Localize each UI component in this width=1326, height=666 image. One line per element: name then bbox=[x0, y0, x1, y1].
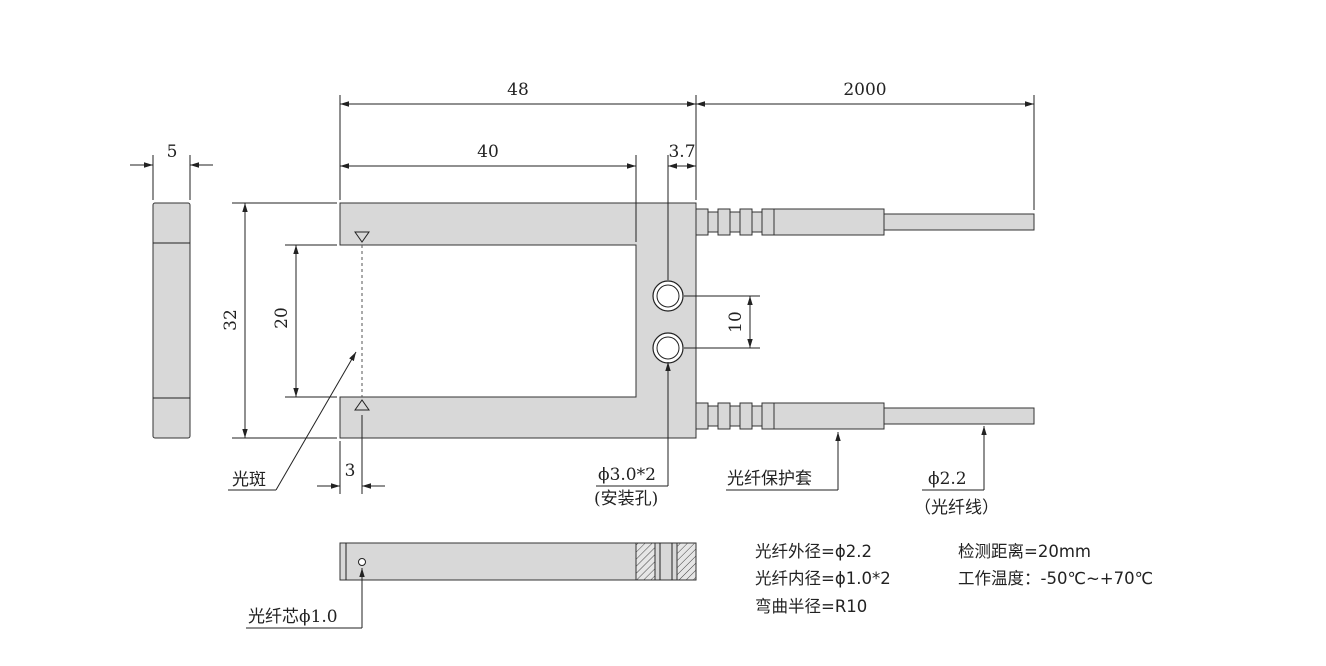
dim-side-width: 5 bbox=[167, 142, 178, 162]
callout-spot: 光斑 bbox=[232, 470, 266, 490]
dim-overall-length: 48 bbox=[507, 80, 529, 100]
dim-edge-offset: 3.7 bbox=[668, 142, 695, 162]
dim-hole-spacing: 10 bbox=[726, 311, 746, 333]
dim-overall-height: 32 bbox=[221, 309, 241, 331]
spec-operating-temp: 工作温度：-50℃~+70℃ bbox=[958, 569, 1153, 588]
callout-hole-note: (安装孔) bbox=[594, 489, 658, 509]
callout-fiber-size: ϕ2.2 bbox=[928, 469, 967, 489]
dim-spot-offset: 3 bbox=[345, 461, 356, 481]
spec-outer-diameter: 光纤外径=ϕ2.2 bbox=[755, 542, 872, 561]
callouts: 光斑 ϕ3.0*2 (安装孔) 光纤保护套 ϕ2.2 （光纤线） bbox=[228, 351, 999, 518]
front-view bbox=[339, 202, 697, 439]
callout-fiber-note: （光纤线） bbox=[914, 498, 999, 518]
spec-bend-radius: 弯曲半径=R10 bbox=[755, 597, 867, 616]
spec-block: 光纤外径=ϕ2.2 光纤内径=ϕ1.0*2 弯曲半径=R10 检测距离=20mm… bbox=[755, 542, 1153, 616]
dimension-lines: 48 2000 40 3.7 32 20 10 3 bbox=[221, 80, 1035, 494]
emitter-triangle-icon bbox=[354, 231, 370, 243]
bottom-view: 光纤芯ϕ1.0 bbox=[246, 542, 697, 629]
spec-sensing-distance: 检测距离=20mm bbox=[958, 542, 1091, 561]
u-body bbox=[339, 202, 697, 439]
callout-hole-size: ϕ3.0*2 bbox=[598, 465, 656, 485]
callout-sleeve: 光纤保护套 bbox=[727, 469, 812, 489]
cable-upper bbox=[695, 208, 1035, 236]
dim-cable-length: 2000 bbox=[843, 80, 886, 100]
spec-inner-diameter: 光纤内径=ϕ1.0*2 bbox=[755, 569, 891, 588]
side-view: 5 bbox=[130, 142, 213, 439]
dim-slot-height: 20 bbox=[272, 307, 292, 329]
callout-core: 光纤芯ϕ1.0 bbox=[248, 607, 338, 627]
receiver-triangle-icon bbox=[354, 399, 370, 411]
dim-inner-length: 40 bbox=[477, 142, 499, 162]
cable-lower bbox=[695, 402, 1035, 430]
fiber-core-icon bbox=[358, 558, 366, 566]
